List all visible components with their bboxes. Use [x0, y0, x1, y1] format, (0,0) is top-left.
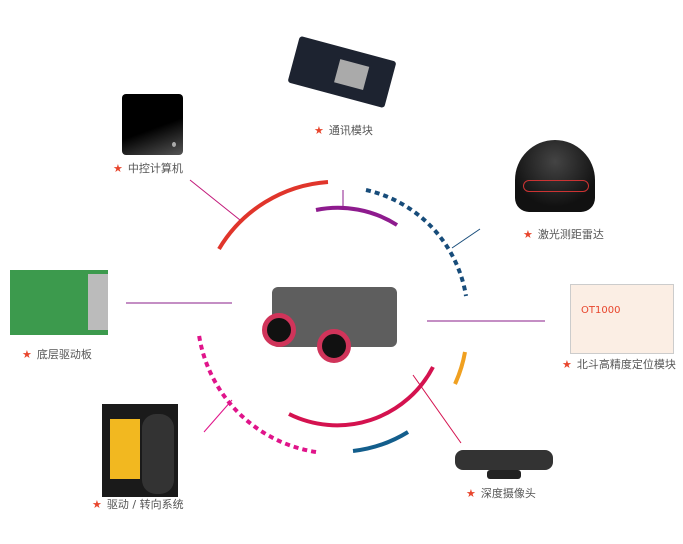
- star-icon: ★: [92, 497, 102, 511]
- label-text: 驱动 / 转向系统: [106, 498, 184, 511]
- star-icon: ★: [113, 161, 123, 175]
- arc-magenta-dotted: [197, 334, 317, 454]
- arc-purple: [315, 205, 399, 227]
- computer-image: [122, 94, 183, 155]
- line-lidar: [451, 228, 481, 249]
- star-icon: ★: [314, 123, 324, 137]
- arc-crimson: [288, 366, 435, 428]
- drive-system-image: [102, 404, 178, 497]
- star-icon: ★: [22, 347, 32, 361]
- robot-car-image: [262, 277, 402, 363]
- label-depth-camera: ★ 深度摄像头: [466, 485, 536, 501]
- arc-blue: [352, 430, 410, 453]
- star-icon: ★: [562, 357, 572, 371]
- label-text: 中控计算机: [127, 162, 183, 175]
- depth-camera-image: [455, 450, 553, 479]
- label-text: 底层驱动板: [36, 348, 92, 361]
- arc-orange: [453, 351, 467, 385]
- label-text: 深度摄像头: [480, 487, 536, 500]
- star-icon: ★: [466, 486, 476, 500]
- label-text: 通讯模块: [328, 124, 373, 137]
- label-drive-system: ★ 驱动 / 转向系统: [92, 496, 184, 512]
- star-icon: ★: [523, 227, 533, 241]
- lidar-image: [515, 140, 595, 212]
- label-computer: ★ 中控计算机: [113, 160, 183, 176]
- gnss-module-text: OT1000: [581, 305, 621, 316]
- arc-navy-dotted: [365, 188, 468, 297]
- gnss-module-image: OT1000: [570, 284, 674, 354]
- driver-board-image: [10, 270, 108, 335]
- line-depth-camera: [412, 374, 462, 444]
- label-comm: ★ 通讯模块: [314, 122, 373, 138]
- label-text: 北斗高精度定位模块: [576, 358, 676, 371]
- label-text: 激光测距雷达: [537, 228, 604, 241]
- line-computer: [189, 179, 241, 221]
- label-driver-board: ★ 底层驱动板: [22, 346, 92, 362]
- label-gnss: ★ 北斗高精度定位模块: [562, 356, 676, 372]
- line-drive-system: [203, 399, 233, 433]
- arc-red: [217, 180, 329, 251]
- label-lidar: ★ 激光测距雷达: [523, 226, 604, 242]
